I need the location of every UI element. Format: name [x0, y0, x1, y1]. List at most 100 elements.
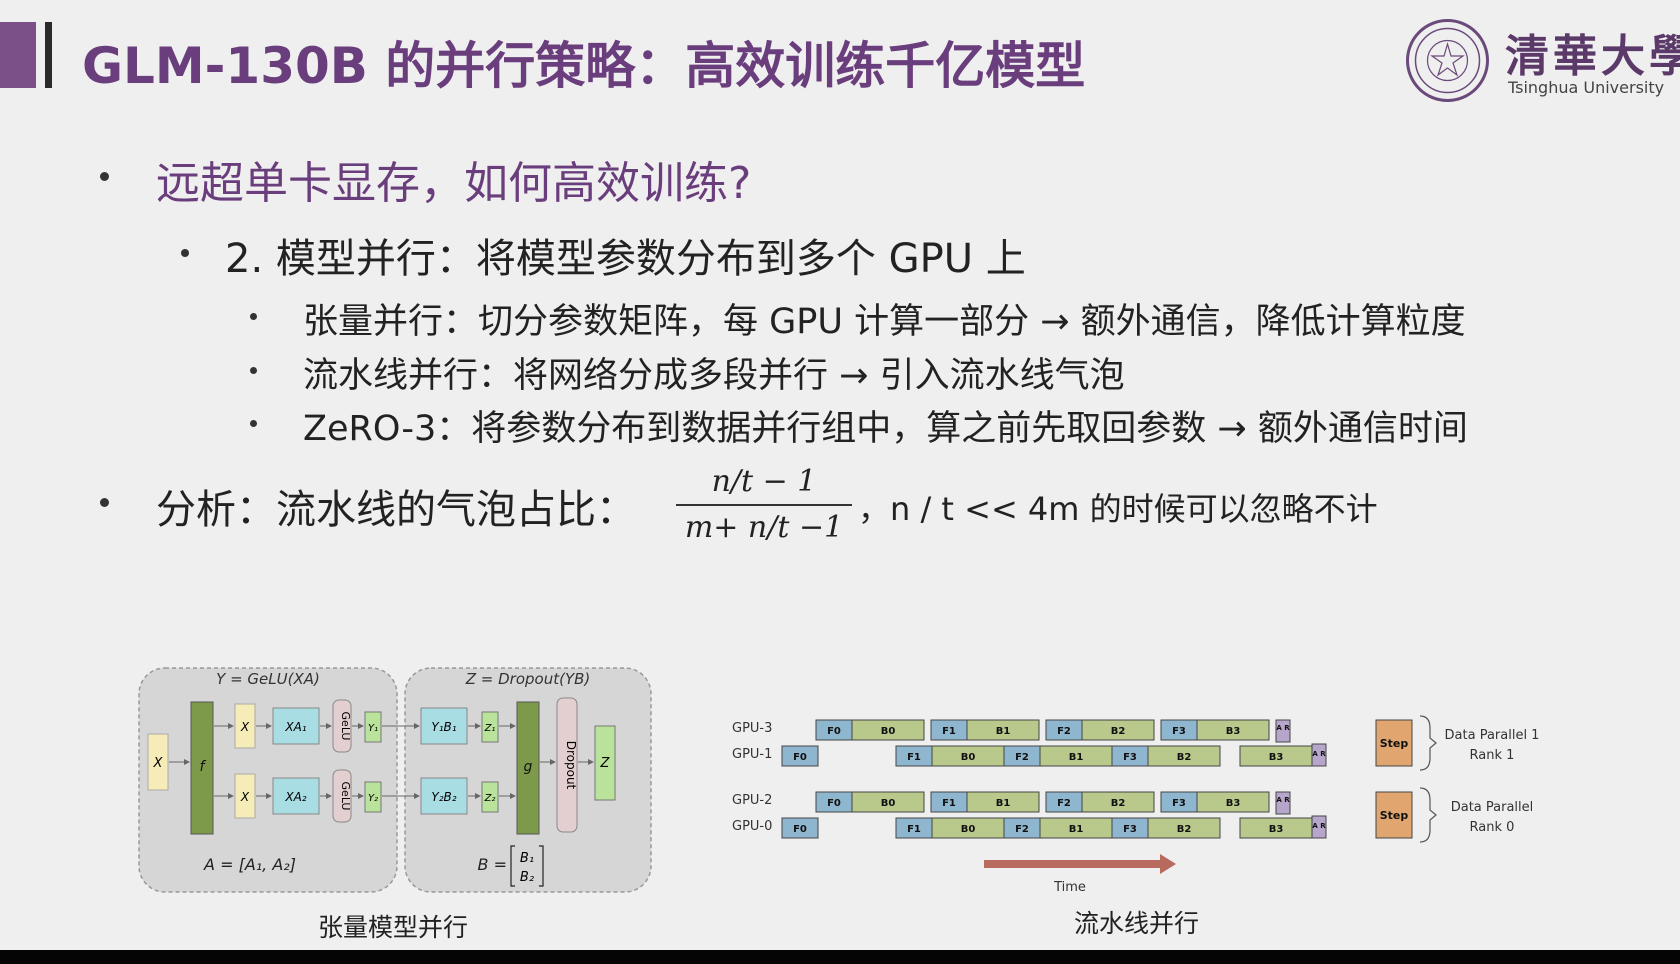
y1-label: Y₁	[368, 723, 378, 734]
bullet-model-parallel: 2. 模型并行：将模型参数分布到多个 GPU 上	[225, 236, 1026, 282]
bubble-ratio-formula: n/t − 1 m+ n/t −1	[676, 462, 852, 548]
xa2-label: XA₂	[284, 790, 306, 804]
x-copy-bottom	[234, 773, 256, 819]
bullet-dot	[100, 172, 109, 181]
xa1-label: XA₁	[284, 720, 306, 734]
bullet-dot	[181, 249, 189, 257]
gpu2-b3	[1196, 791, 1270, 813]
a-split-equation: A = [A₁, A₂]	[203, 855, 296, 874]
gpu2-label: GPU-2	[732, 793, 772, 808]
gpu2-f1-label: F1	[942, 798, 956, 809]
gpu0-f0	[781, 817, 819, 839]
xa2-block	[272, 777, 320, 815]
gpu2-b3-label: B3	[1226, 798, 1241, 809]
bullet-dot	[250, 367, 257, 374]
y2b2-label: Y₂B₂	[431, 790, 456, 804]
slide-title: GLM-130B 的并行策略：高效训练千亿模型	[82, 37, 1086, 95]
gpu3-allreduce-label: A R	[1276, 724, 1290, 732]
step-block-1	[1375, 719, 1413, 767]
bullet-memory-question: 远超单卡显存，如何高效训练?	[156, 158, 752, 209]
gpu2-b1-label: B1	[996, 798, 1011, 809]
gpu2-b2	[1081, 791, 1155, 813]
gpu2-b0	[851, 791, 925, 813]
gpu3-b3-label: B3	[1226, 726, 1241, 737]
bullet-zero3: ZeRO-3：将参数分布到数据并行组中，算之前先取回参数 → 额外通信时间	[303, 409, 1468, 449]
gpu0-b2-label: B2	[1177, 824, 1192, 835]
gpu1-allreduce-label: A R	[1312, 750, 1326, 758]
gelu-bottom-label: GeLU	[339, 782, 352, 811]
dp0-title: Data Parallel	[1451, 800, 1534, 815]
gelu-top-label: GeLU	[339, 712, 352, 741]
gpu0-f3-label: F3	[1123, 824, 1137, 835]
z1-block	[481, 711, 499, 743]
xa1-block	[272, 707, 320, 745]
gpu2-b2-label: B2	[1111, 798, 1126, 809]
z2-label: Z₂	[484, 793, 496, 804]
left-panel-title: Y = GeLU(XA)	[216, 670, 320, 688]
gelu-top	[332, 699, 352, 753]
formula-fraction-bar	[676, 504, 852, 506]
title-accent-bar	[0, 22, 36, 88]
gpu0-f1-label: F1	[907, 824, 921, 835]
gpu1-label: GPU-1	[732, 747, 772, 762]
y1-block	[364, 711, 382, 743]
dropout-label: Dropout	[564, 741, 578, 790]
f-label: f	[200, 759, 207, 775]
gpu3-b1-label: B1	[996, 726, 1011, 737]
bullet-dot	[250, 420, 257, 427]
x-copy-bottom-label: X	[240, 790, 250, 804]
gpu0-b3-label: B3	[1269, 824, 1284, 835]
dp0-rank: Rank 0	[1470, 820, 1515, 835]
gpu3-b1	[966, 719, 1040, 741]
gpu1-b3-label: B3	[1269, 752, 1284, 763]
y2-block	[364, 781, 382, 813]
time-arrow-head	[1160, 854, 1176, 874]
y2b2-block	[420, 777, 468, 815]
f-block	[190, 701, 214, 835]
z1-label: Z₁	[484, 723, 496, 734]
gpu1-f1-label: F1	[907, 752, 921, 763]
gpu0-b1-label: B1	[1069, 824, 1084, 835]
university-name-en: Tsinghua University	[1508, 78, 1665, 97]
x-input-block	[147, 733, 169, 791]
gpu3-f0-label: F0	[827, 726, 841, 737]
step-block-0-label: Step	[1380, 809, 1409, 822]
formula-numerator: n/t − 1	[711, 464, 817, 499]
y1b1-block	[420, 707, 468, 745]
gpu2-allreduce	[1275, 791, 1291, 815]
b2-entry: B₂	[520, 870, 534, 885]
video-bottom-strip	[0, 950, 1680, 964]
x-copy-top	[234, 703, 256, 749]
tensor-parallel-diagram: Y = GeLU(XA) Z = Dropout(YB) X f X X XA₁…	[138, 667, 652, 893]
z-output-label: Z	[600, 756, 611, 771]
title-accent-divider	[45, 22, 52, 88]
gpu3-b0-label: B0	[881, 726, 896, 737]
gpu3-allreduce	[1275, 719, 1291, 743]
time-label: Time	[1053, 880, 1086, 895]
gpu1-b1-label: B1	[1069, 752, 1084, 763]
gpu3-f3-label: F3	[1172, 726, 1186, 737]
bullet-tensor-parallel: 张量并行：切分参数矩阵，每 GPU 计算一部分 → 额外通信，降低计算粒度	[303, 302, 1466, 342]
bullet-dot	[250, 313, 257, 320]
gpu1-f2-label: F2	[1015, 752, 1029, 763]
x-copy-top-label: X	[240, 720, 250, 734]
tsinghua-seal-icon	[1406, 19, 1489, 102]
x-input-label: X	[153, 756, 164, 771]
z-output-block	[594, 725, 616, 801]
b1-entry: B₁	[520, 851, 534, 866]
formula-denominator: m+ n/t −1	[684, 510, 844, 545]
analysis-condition: ，n / t << 4m 的时候可以忽略不计	[858, 490, 1378, 528]
gpu3-b3	[1196, 719, 1270, 741]
gpu2-allreduce-label: A R	[1276, 796, 1290, 804]
tensor-parallel-caption: 张量模型并行	[318, 913, 469, 942]
gpu2-b1	[966, 791, 1040, 813]
bullet-pipeline-parallel: 流水线并行：将网络分成多段并行 → 引入流水线气泡	[303, 356, 1125, 396]
gpu3-b2	[1081, 719, 1155, 741]
gpu0-f0-label: F0	[793, 824, 807, 835]
step-block-1-label: Step	[1380, 737, 1409, 750]
gpu0-b0-label: B0	[961, 824, 976, 835]
y1b1-label: Y₁B₁	[431, 720, 456, 734]
pipeline-parallel-diagram: GPU-3 GPU-1 GPU-2 GPU-0 F0 B0 F1 B1 F2 B…	[732, 715, 1539, 895]
gpu0-allreduce	[1311, 815, 1327, 839]
right-panel-title: Z = Dropout(YB)	[465, 670, 591, 688]
